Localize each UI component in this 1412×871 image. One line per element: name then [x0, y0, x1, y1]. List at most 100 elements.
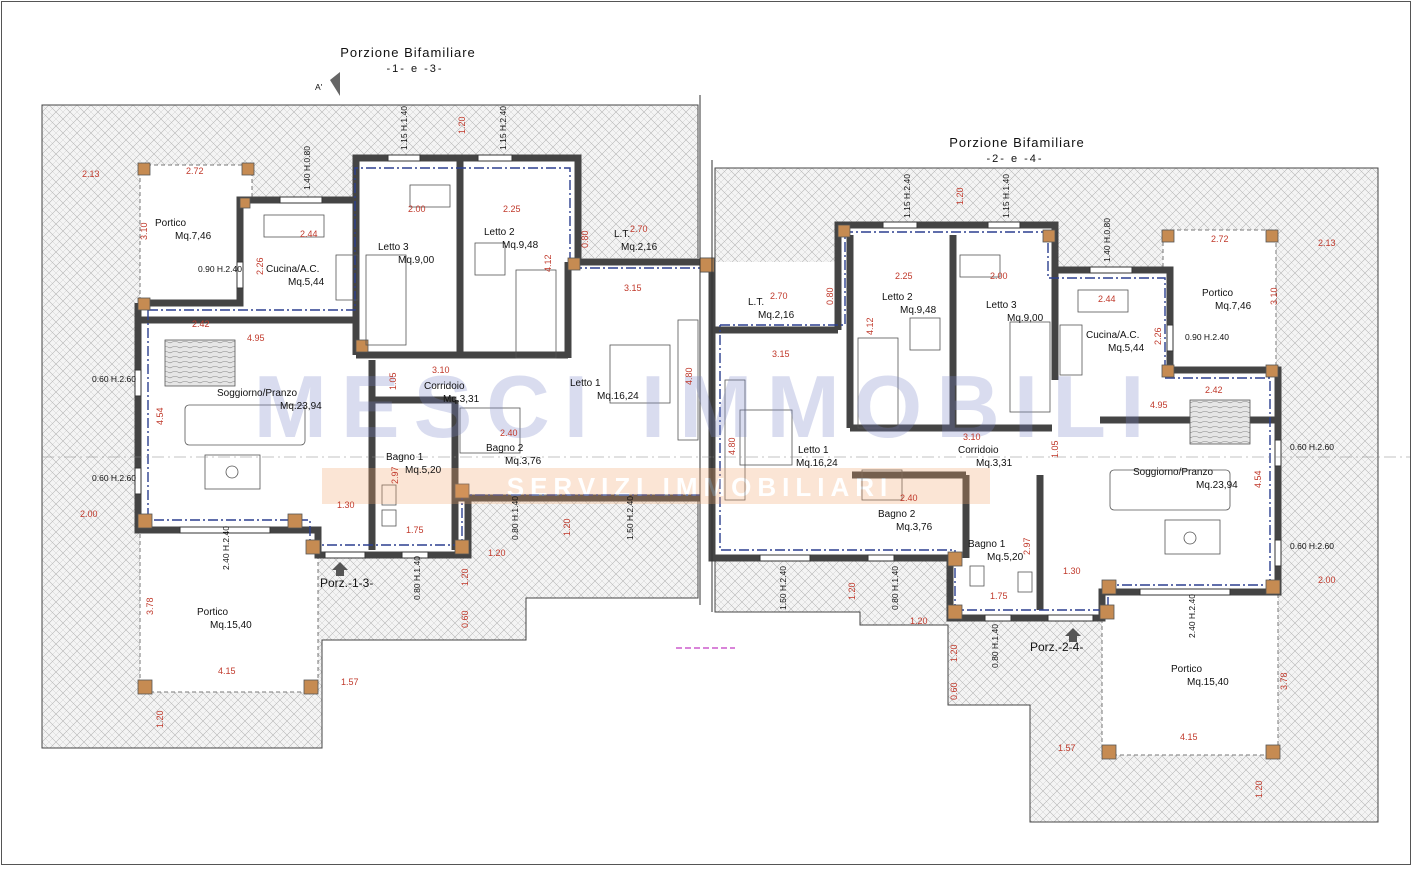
section-arrow-icon — [330, 72, 340, 96]
room-area: Mq.3,76 — [505, 456, 542, 467]
dimension: 4.95 — [247, 333, 265, 343]
room-name: L.T. — [748, 297, 764, 308]
dimension: 2.42 — [192, 319, 210, 329]
dimension: 1.20 — [949, 644, 959, 662]
dimension: 2.26 — [1153, 327, 1163, 345]
dimension: 2.72 — [186, 166, 204, 176]
room-area: Mq.7,46 — [1215, 301, 1252, 312]
dimension: 1.20 — [1254, 780, 1264, 798]
dimension: 1.20 — [460, 568, 470, 586]
room-area: Mq.9,00 — [398, 255, 435, 266]
dimension: 4.95 — [1150, 400, 1168, 410]
entrance-label: Porz.-2-4- — [1030, 640, 1083, 654]
window-spec: 1.50 H.2.40 — [625, 496, 635, 540]
window-spec: 2.40 H.2.40 — [1187, 594, 1197, 638]
room-area: Mq.5,20 — [987, 552, 1024, 563]
dimension: 0.80 — [825, 287, 835, 305]
room-name: L.T. — [614, 229, 630, 240]
window-spec: 0.80 H.1.40 — [890, 566, 900, 610]
window-spec: 0.60 H.2.60 — [1290, 541, 1334, 551]
window-spec: 0.60 H.2.60 — [1290, 442, 1334, 452]
dimension: 2.00 — [990, 271, 1008, 281]
room-area: Mq.5,44 — [1108, 343, 1145, 354]
room-name: Cucina/A.C. — [1086, 330, 1139, 341]
room-name: Letto 3 — [986, 300, 1017, 311]
dimension: 2.40 — [500, 428, 518, 438]
watermark-main: MESCI IMMOBILI — [254, 357, 1159, 456]
left-unit — [134, 154, 715, 695]
room-area: Mq.5,20 — [405, 465, 442, 476]
room-name: Bagno 2 — [878, 509, 916, 520]
dimension-labels: 2.13 2.72 3.10 2.44 2.26 2.00 2.25 2.70 … — [80, 116, 1336, 798]
room-name: Corridoio — [958, 445, 999, 456]
window-spec: 0.90 H.2.40 — [1185, 332, 1229, 342]
dimension: 1.20 — [955, 187, 965, 205]
dimension: 1.57 — [341, 677, 359, 687]
dimension: 3.10 — [963, 432, 981, 442]
room-name: Cucina/A.C. — [266, 264, 319, 275]
dimension: 3.15 — [624, 283, 642, 293]
room-area: Mq.7,46 — [175, 231, 212, 242]
room-name: Mq.16,24 — [796, 458, 838, 469]
dimension: 2.25 — [503, 204, 521, 214]
room-name: Bagno 2 — [486, 443, 524, 454]
room-name: Portico — [1202, 288, 1234, 299]
left-room-labels: Portico Mq.7,46 Cucina/A.C. Mq.5,44 Lett… — [155, 218, 658, 631]
room-area: Mq.15,40 — [1187, 677, 1229, 688]
room-area: Mq.2,16 — [621, 242, 658, 253]
room-name: Soggiorno/Pranzo — [1133, 467, 1213, 478]
window-labels: 1.15 H.1.40 1.15 H.2.40 1.40 H.0.80 0.90… — [92, 106, 1334, 668]
window-spec: 1.15 H.2.40 — [498, 106, 508, 150]
dimension: 2.70 — [770, 291, 788, 301]
right-title: Porzione Bifamiliare — [949, 135, 1085, 150]
room-area: Mq.23,94 — [280, 401, 322, 412]
room-area: Mq.9,48 — [900, 305, 937, 316]
room-area: Mq.3,31 — [443, 394, 480, 405]
dimension: 2.42 — [1205, 385, 1223, 395]
room-area: Mq.3,76 — [896, 522, 933, 533]
room-area: Mq.9,48 — [502, 240, 539, 251]
room-name: Letto 3 — [378, 242, 409, 253]
room-name: Corridoio — [424, 381, 465, 392]
dimension: 2.44 — [300, 229, 318, 239]
room-area: Mq.3,31 — [976, 458, 1013, 469]
dimension: 2.72 — [1211, 234, 1229, 244]
room-name: Bagno 1 — [386, 452, 424, 463]
dimension: 4.12 — [543, 254, 553, 272]
dimension: 2.70 — [630, 224, 648, 234]
dimension: 1.75 — [406, 525, 424, 535]
window-spec: 2.40 H.2.40 — [221, 526, 231, 570]
room-name: Portico — [197, 607, 229, 618]
dimension: 4.12 — [865, 317, 875, 335]
dimension: 1.05 — [1050, 440, 1060, 458]
dimension: 0.80 — [580, 230, 590, 248]
dimension: 2.97 — [390, 466, 400, 484]
section-mark: A' — [315, 82, 323, 92]
room-name: Letto 2 — [882, 292, 913, 303]
dimension: 3.78 — [1279, 672, 1289, 690]
dimension: 1.20 — [910, 616, 928, 626]
window-spec: 1.50 H.2.40 — [778, 566, 788, 610]
room-name: Portico — [1171, 664, 1203, 675]
dimension: 1.05 — [388, 372, 398, 390]
dimension: 1.75 — [990, 591, 1008, 601]
right-subtitle: -2- e -4- — [986, 153, 1043, 165]
room-area: Mq.23,94 — [1196, 480, 1238, 491]
window-spec: 0.60 H.2.60 — [92, 473, 136, 483]
dimension: 1.30 — [1063, 566, 1081, 576]
room-name: Letto 1 — [798, 445, 829, 456]
window-spec: 1.40 H.0.80 — [302, 146, 312, 190]
dimension: 2.00 — [80, 509, 98, 519]
dimension: 4.54 — [155, 407, 165, 425]
dimension: 2.13 — [82, 169, 100, 179]
right-unit — [699, 221, 1282, 760]
right-room-labels: Letto 2 Mq.9,48 Letto 3 Mq.9,00 Portico … — [748, 288, 1252, 688]
dimension: 4.80 — [727, 437, 737, 455]
dimension: 1.20 — [847, 582, 857, 600]
dimension: 3.10 — [432, 365, 450, 375]
room-area: Mq.2,16 — [758, 310, 795, 321]
window-spec: 0.80 H.1.40 — [510, 496, 520, 540]
dimension: 3.15 — [772, 349, 790, 359]
dimension: 0.60 — [949, 682, 959, 700]
